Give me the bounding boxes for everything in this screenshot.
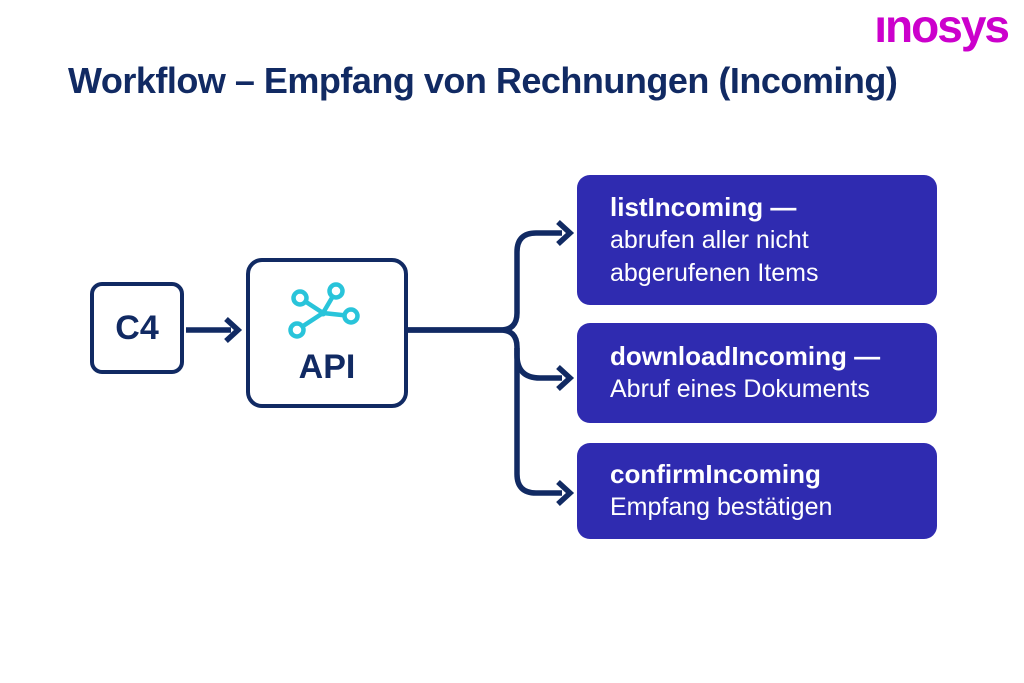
endpoint-title: listIncoming — <box>610 191 797 222</box>
endpoint-card-listincoming: listIncoming — abrufen aller nicht abger… <box>577 175 937 305</box>
endpoint-card-downloadincoming: downloadIncoming — Abruf eines Dokuments <box>577 323 937 423</box>
arrow-api-to-listincoming <box>408 219 575 333</box>
endpoint-description-line: abgerufenen Items <box>610 258 819 287</box>
network-nodes-icon <box>288 282 360 339</box>
inosys-logo: ınosys <box>874 0 1010 52</box>
endpoint-title: confirmIncoming <box>610 459 821 489</box>
endpoint-description-line: Abruf eines Dokuments <box>610 375 870 403</box>
arrow-api-to-confirmincoming <box>408 327 575 507</box>
node-api-label: API <box>298 348 356 386</box>
endpoint-description-line: abrufen aller nicht <box>610 225 809 254</box>
node-c4: C4 <box>90 282 184 374</box>
endpoint-card-confirmincoming: confirmIncoming Empfang bestätigen <box>577 443 937 539</box>
endpoint-description-line: Empfang bestätigen <box>610 493 833 521</box>
arrow-c4-to-api <box>186 316 243 344</box>
arrow-api-to-downloadincoming <box>514 348 575 392</box>
node-c4-label: C4 <box>115 308 159 347</box>
endpoint-title: downloadIncoming — <box>610 341 881 371</box>
page-title: Workflow – Empfang von Rechnungen (Incom… <box>68 60 898 101</box>
node-api: API <box>246 258 408 408</box>
